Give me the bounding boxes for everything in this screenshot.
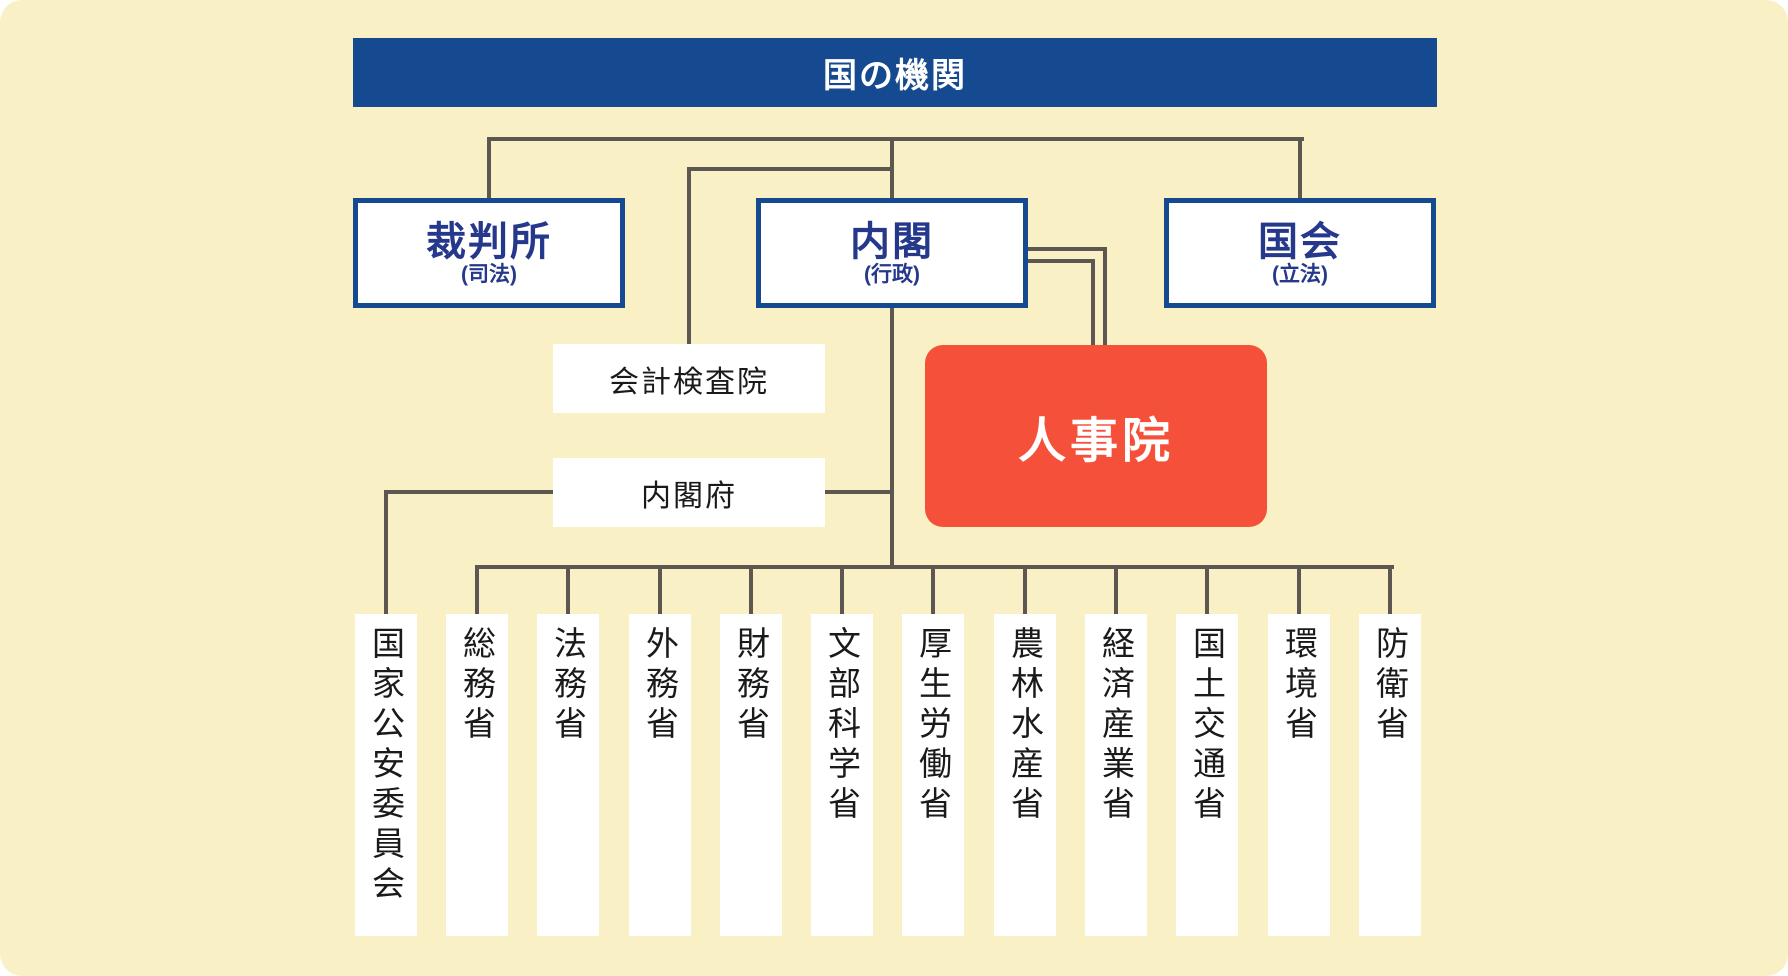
branch-box-courts: 裁判所 (司法) <box>353 198 625 308</box>
ministry-label: 国家公安委員会 <box>367 626 405 906</box>
ministry-label: 経済産業省 <box>1097 626 1135 826</box>
banner-national-institutions: 国の機関 <box>353 38 1437 107</box>
ministry-box-health-labour: 厚生労働省 <box>902 614 964 936</box>
ministry-box-npsc: 国家公安委員会 <box>355 614 417 936</box>
box-cabinet-office: 内閣府 <box>553 458 825 527</box>
ministry-box-economy-industry: 経済産業省 <box>1085 614 1147 936</box>
connector-ministry-drop <box>658 565 662 616</box>
connector-ministry-drop <box>931 565 935 616</box>
ministry-label: 外務省 <box>641 626 679 746</box>
ministry-box-internal-affairs: 総務省 <box>446 614 508 936</box>
ministry-box-agriculture: 農林水産省 <box>994 614 1056 936</box>
ministry-label: 法務省 <box>549 626 587 746</box>
connector-diet-drop <box>1298 137 1302 200</box>
ministry-label: 環境省 <box>1280 626 1318 746</box>
ministry-label: 厚生労働省 <box>914 626 952 826</box>
connector-ministry-drop <box>1114 565 1118 616</box>
box-npa-highlight: 人事院 <box>925 345 1267 527</box>
connector-ministry-drop <box>1388 565 1392 616</box>
label-npa: 人事院 <box>1017 415 1174 468</box>
connector-npsc-drop <box>384 490 388 616</box>
connector-ministry-drop <box>566 565 570 616</box>
connector-audit-drop <box>687 167 691 346</box>
branch-title-diet: 国会 <box>1258 219 1342 264</box>
connector-ministry-drop <box>749 565 753 616</box>
connector-npa-double-inner-horizontal <box>1026 259 1095 263</box>
connector-audit-horizontal <box>687 167 894 171</box>
ministry-label: 財務省 <box>732 626 770 746</box>
connector-top-rail <box>488 137 1304 141</box>
banner-title: 国の機関 <box>823 57 967 95</box>
branch-subtitle-cabinet: (行政) <box>864 262 920 286</box>
branch-subtitle-diet: (立法) <box>1272 262 1328 286</box>
connector-ministry-drop <box>1297 565 1301 616</box>
ministry-box-justice: 法務省 <box>537 614 599 936</box>
ministry-box-foreign-affairs: 外務省 <box>629 614 691 936</box>
ministry-box-education-science: 文部科学省 <box>811 614 873 936</box>
connector-ministry-drop <box>1023 565 1027 616</box>
ministry-label: 文部科学省 <box>823 626 861 826</box>
ministry-label: 農林水産省 <box>1006 626 1044 826</box>
label-audit-board: 会計検査院 <box>609 365 769 399</box>
label-cabinet-office: 内閣府 <box>641 479 737 513</box>
box-audit-board: 会計検査院 <box>553 344 825 413</box>
ministry-label: 防衛省 <box>1371 626 1409 746</box>
connector-npa-double-outer-horizontal <box>1026 247 1107 251</box>
ministry-label: 総務省 <box>458 626 496 746</box>
connector-ministry-drop <box>840 565 844 616</box>
branch-title-cabinet: 内閣 <box>850 219 934 264</box>
ministry-box-land-transport: 国土交通省 <box>1176 614 1238 936</box>
connector-npa-double-outer-vertical <box>1103 247 1107 347</box>
connector-npa-double-inner-vertical <box>1091 259 1095 347</box>
connector-ministry-drop <box>1205 565 1209 616</box>
branch-box-cabinet: 内閣 (行政) <box>756 198 1028 308</box>
connector-courts-drop <box>487 137 491 200</box>
branch-subtitle-courts: (司法) <box>461 262 517 286</box>
connector-cabinet-stem <box>890 306 894 569</box>
ministry-box-defense: 防衛省 <box>1359 614 1421 936</box>
ministry-box-environment: 環境省 <box>1268 614 1330 936</box>
branch-title-courts: 裁判所 <box>426 219 552 264</box>
ministry-label: 国土交通省 <box>1188 626 1226 826</box>
connector-ministry-drop <box>475 565 479 616</box>
ministry-box-finance: 財務省 <box>720 614 782 936</box>
branch-box-diet: 国会 (立法) <box>1164 198 1436 308</box>
